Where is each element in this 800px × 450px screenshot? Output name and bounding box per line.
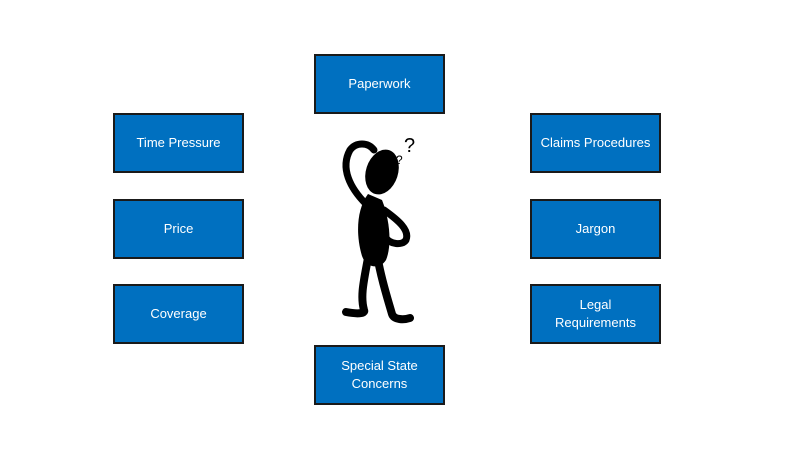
legal-requirements-box: Legal Requirements: [530, 284, 661, 344]
question-mark-icon: ?: [404, 135, 415, 157]
question-mark-small-icon: ?: [396, 153, 403, 167]
claims-procedures-box: Claims Procedures: [530, 113, 661, 173]
price-box: Price: [113, 199, 244, 259]
jargon-box: Jargon: [530, 199, 661, 259]
confused-person-icon: ? ?: [342, 135, 415, 324]
coverage-box: Coverage: [113, 284, 244, 344]
special-state-concerns-box: Special State Concerns: [314, 345, 445, 405]
paperwork-box: Paperwork: [314, 54, 445, 114]
time-pressure-box: Time Pressure: [113, 113, 244, 173]
